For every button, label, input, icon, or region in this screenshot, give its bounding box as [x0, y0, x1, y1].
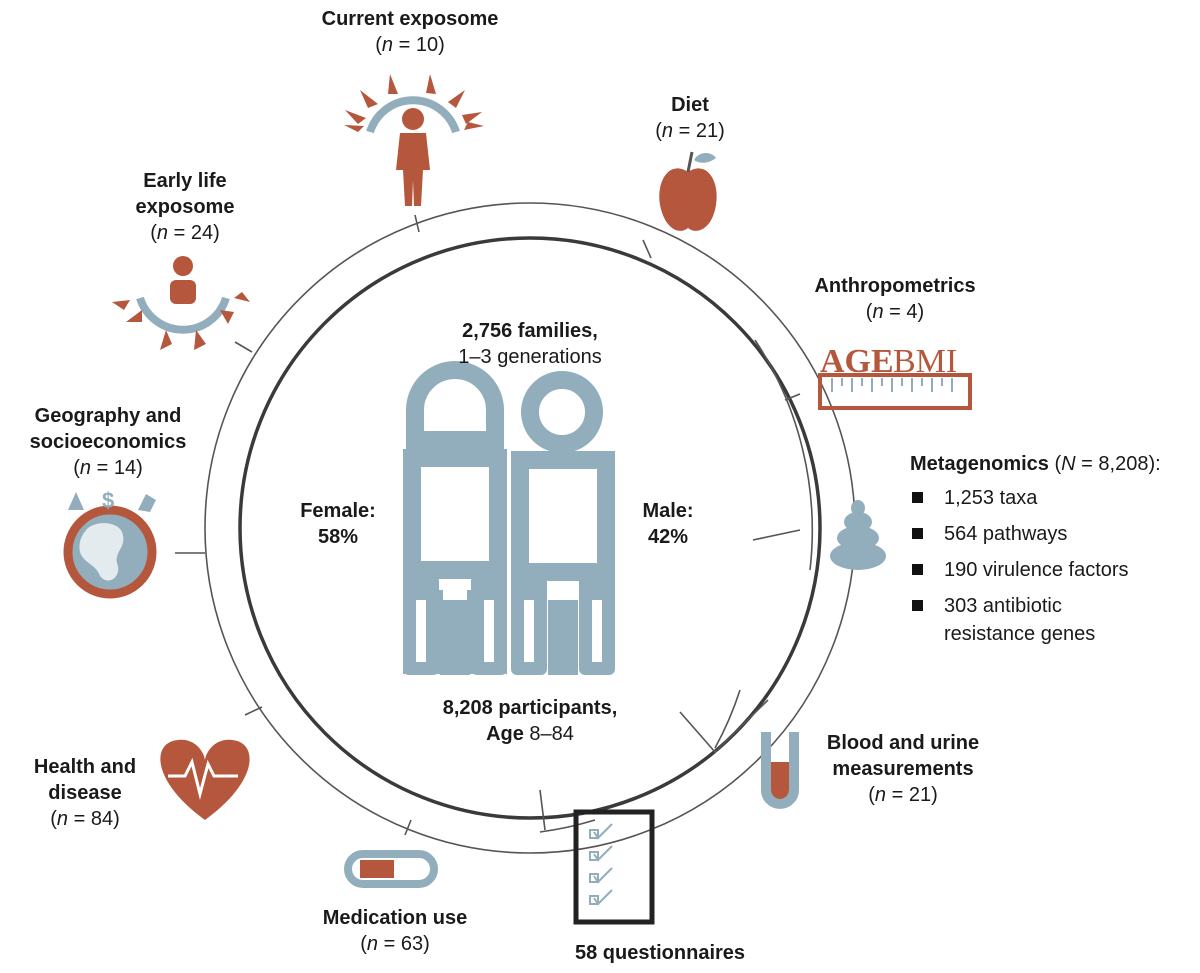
bracket-arc: [679, 699, 769, 754]
metagenomics-item-text: resistance genes: [944, 623, 1096, 645]
metagenomics-heading: Metagenomics (N = 8,208):: [910, 453, 1161, 475]
bracket-arc: [714, 689, 741, 749]
questionnaires-label: 58 questionnaires: [545, 940, 775, 966]
current-exposome-n: 10: [415, 34, 439, 56]
health-title-2: disease: [48, 782, 122, 804]
blood-urine-n: 21: [908, 784, 932, 806]
early-life-label: Early life exposome (n = 24): [135, 170, 235, 244]
apple-icon: [659, 151, 717, 231]
stool-sample-icon: [830, 500, 886, 570]
metagenomics-item: 303 antibiotic resistance genes: [910, 592, 1195, 648]
male-label: Male:: [642, 500, 694, 522]
bracket-arc: [752, 529, 801, 541]
blood-urine-title-1: Blood and urine: [826, 732, 980, 754]
age-label: Age: [486, 723, 524, 745]
blood-urine-title-2: measurements: [832, 758, 974, 780]
geography-title-1: Geography and: [34, 405, 182, 427]
early-life-title-2: exposome: [135, 196, 235, 218]
female-label: Female:: [300, 500, 376, 522]
diet-n: 21: [695, 120, 719, 142]
tick-marks: [175, 214, 801, 836]
metagenomics-item-text: 303 antibiotic: [944, 595, 1062, 617]
anthropometrics-icon: AGE BMI: [818, 343, 972, 410]
bracket-arc: [539, 789, 546, 831]
blood-urine-label: Blood and urine measurements (n = 21): [826, 732, 980, 806]
inner-circle: [238, 236, 822, 820]
generations-text: 1–3 generations: [458, 346, 602, 368]
early-life-title-1: Early life: [143, 170, 227, 192]
metagenomics-item-text: 190 virulence factors: [944, 559, 1129, 581]
current-exposome-icon: [344, 74, 484, 206]
questionnaires-title: 58 questionnaires: [574, 942, 746, 964]
early-life-n: 24: [190, 222, 214, 244]
diet-label: Diet (n = 21): [655, 94, 725, 142]
early-life-exposome-icon: [112, 256, 250, 350]
heart-icon: [160, 739, 250, 820]
logo-age-text: AGE: [820, 343, 894, 380]
medication-n: 63: [400, 933, 424, 955]
metagenomics-item: 564 pathways: [910, 520, 1195, 548]
male-figure-icon: [511, 371, 615, 581]
globe-icon: $: [63, 488, 157, 599]
metagenomics-item: 190 virulence factors: [910, 556, 1195, 584]
participants-count: 8,208 participants,: [442, 697, 618, 719]
geography-title-2: socioeconomics: [29, 431, 187, 453]
blood-tube-icon: [761, 732, 799, 809]
anthropometrics-n: 4: [906, 301, 918, 323]
anthropometrics-title: Anthropometrics: [814, 275, 976, 297]
questionnaire-icon: [573, 809, 655, 925]
bracket-arc: [539, 819, 596, 833]
metagenomics-block: Metagenomics (N = 8,208): 1,253 taxa 564…: [910, 450, 1195, 656]
dollar-glyph: $: [102, 488, 114, 513]
families-text: 2,756 families, 1–3 generations: [380, 318, 680, 370]
health-title-1: Health and: [33, 756, 137, 778]
families-count: 2,756 families,: [462, 320, 598, 342]
geography-n: 14: [113, 457, 137, 479]
metagenomics-title: Metagenomics: [910, 453, 1049, 475]
metagenomics-N: 8,208: [1098, 453, 1149, 475]
bracket-arc: [754, 339, 814, 571]
age-range: 8–84: [529, 723, 574, 745]
health-n: 84: [90, 808, 114, 830]
female-stat: Female: 58%: [288, 498, 388, 550]
metagenomics-list: 1,253 taxa 564 pathways 190 virulence fa…: [910, 484, 1195, 648]
current-exposome-label: Current exposome (n = 10): [321, 8, 499, 56]
health-label: Health and disease (n = 84): [33, 756, 137, 830]
geography-label: Geography and socioeconomics (n = 14): [29, 405, 187, 479]
pill-icon: [344, 850, 438, 888]
medication-title: Medication use: [322, 907, 468, 929]
metagenomics-item-text: 1,253 taxa: [944, 487, 1038, 509]
female-percent: 58%: [317, 526, 359, 548]
metagenomics-item-text: 564 pathways: [944, 523, 1068, 545]
diet-title: Diet: [671, 94, 709, 116]
participants-text: 8,208 participants, Age 8–84: [370, 695, 690, 747]
male-stat: Male: 42%: [628, 498, 708, 550]
logo-bmi-text: BMI: [893, 343, 957, 380]
medication-label: Medication use (n = 63): [322, 907, 468, 955]
metagenomics-item: 1,253 taxa: [910, 484, 1195, 512]
anthropometrics-label: Anthropometrics (n = 4): [814, 275, 976, 323]
current-exposome-title: Current exposome: [321, 8, 499, 30]
male-percent: 42%: [647, 526, 689, 548]
